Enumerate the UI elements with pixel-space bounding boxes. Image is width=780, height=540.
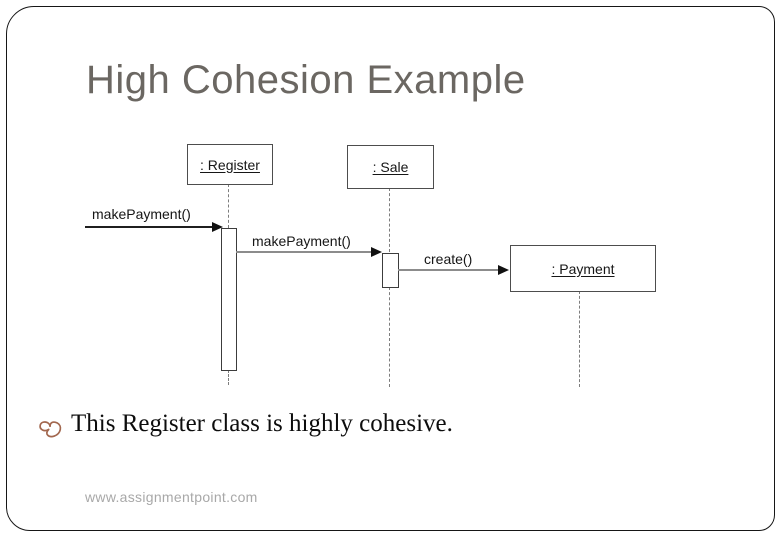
lifeline-register-lower — [228, 370, 229, 385]
lifeline-payment — [579, 291, 580, 387]
object-label-register: : Register — [200, 156, 260, 173]
lifeline-register-upper — [228, 184, 229, 228]
message-line-makepayment-2 — [236, 251, 372, 253]
activation-bar-sale — [382, 253, 399, 288]
arrowhead-icon — [371, 246, 382, 257]
object-label-payment: : Payment — [551, 260, 615, 277]
message-line-create — [398, 269, 499, 271]
message-label-makepayment-1: makePayment() — [92, 206, 191, 222]
message-label-makepayment-2: makePayment() — [252, 233, 351, 249]
bullet-item: This Register class is highly cohesive. — [36, 410, 453, 441]
page-title: High Cohesion Example — [86, 58, 526, 102]
object-label-sale: : Sale — [372, 159, 409, 175]
bullet-text: This Register class is highly cohesive. — [71, 410, 453, 437]
lifeline-sale-lower — [389, 287, 390, 387]
object-box-sale: : Sale — [347, 145, 434, 189]
arrowhead-icon — [212, 221, 223, 232]
lifeline-sale-upper — [389, 188, 390, 252]
object-box-payment: : Payment — [510, 245, 656, 292]
object-box-register: : Register — [187, 144, 273, 185]
activation-bar-register — [221, 228, 237, 371]
arrowhead-icon — [498, 264, 509, 275]
ornament-bullet-icon — [39, 421, 62, 438]
message-line-makepayment-1 — [85, 226, 213, 228]
message-label-create: create() — [424, 251, 473, 267]
footer-url: www.assignmentpoint.com — [85, 489, 258, 505]
